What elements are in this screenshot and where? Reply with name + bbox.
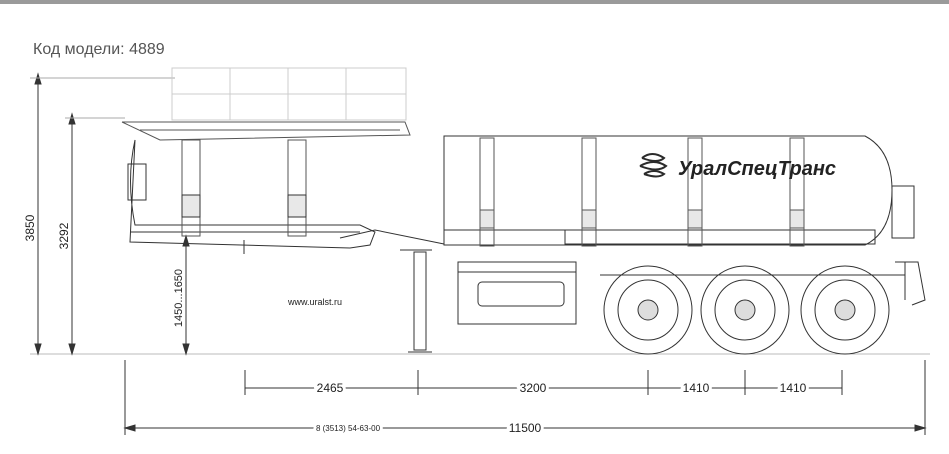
tool-box (457, 261, 577, 325)
top-border (0, 0, 949, 4)
dim-coupling-height-label: 1450...1650 (173, 269, 185, 327)
tank-straps (479, 137, 805, 247)
dim-axle-spacing-2-label: 1410 (780, 381, 807, 395)
dim-axle-spacing-1-label: 1410 (683, 381, 710, 395)
dim-segment-2-label: 3200 (520, 381, 547, 395)
website-label: www.uralst.ru (287, 297, 342, 307)
dim-overall-length-label: 11500 (509, 421, 542, 435)
dim-row-segments (244, 370, 843, 395)
brand-name: УралСпецТранс (678, 158, 836, 180)
gooseneck-body (127, 139, 376, 254)
dim-segment-1-label: 2465 (317, 381, 344, 395)
phone-label: 8 (3513) 54-63-00 (316, 424, 381, 433)
wheel-2 (700, 265, 790, 355)
rear-bumper (895, 261, 926, 306)
model-code-label: Код модели: 4889 (33, 41, 165, 58)
tank-body (443, 135, 915, 246)
wheel-3 (800, 265, 890, 355)
dim-body-height (65, 112, 125, 356)
brand-logo-icon (639, 153, 668, 178)
dim-overall-height (30, 72, 175, 356)
dim-row-overall (123, 360, 927, 435)
wheel-1 (603, 265, 693, 355)
dim-overall-height-label: 3850 (23, 214, 37, 241)
cargo-frame (121, 67, 411, 141)
dim-body-height-label: 3292 (57, 222, 71, 249)
landing-gear (400, 249, 432, 353)
